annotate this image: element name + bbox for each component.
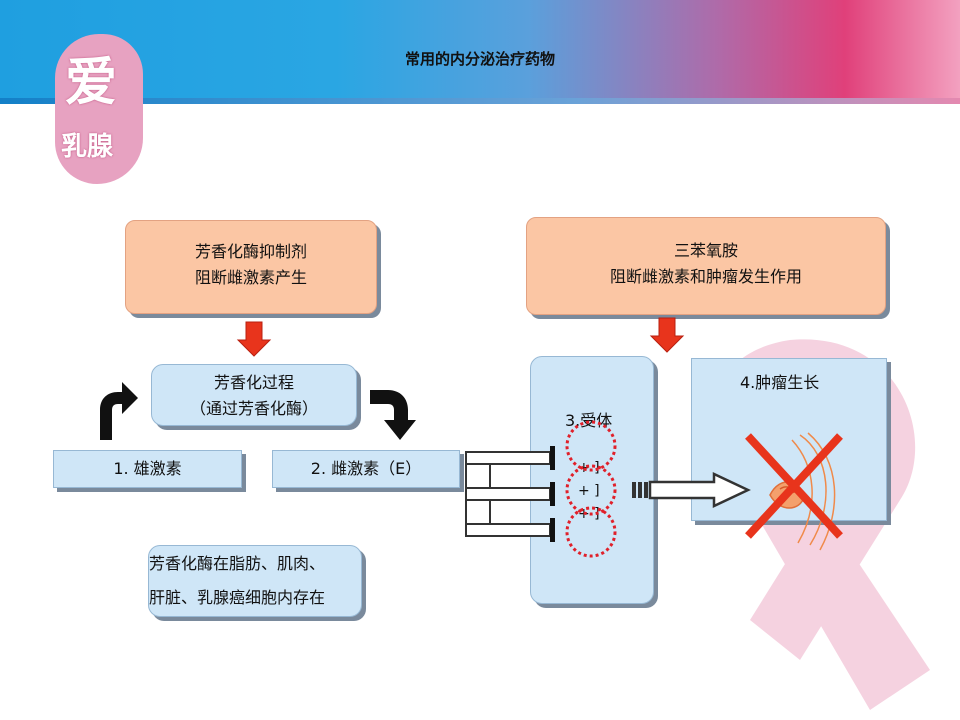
signal-arrow-icon — [632, 472, 751, 508]
androgen-label: 1. 雄激素 — [113, 459, 182, 478]
logo: 爱 乳腺 — [55, 34, 143, 184]
header-banner — [0, 0, 960, 104]
receptor-site-circle — [565, 506, 617, 558]
tamoxifen-box: 三苯氧胺 阻断雌激素和肿瘤发生作用 — [526, 217, 886, 315]
logo-text-bottom: 乳腺 — [61, 132, 114, 162]
aromatization-process-box: 芳香化过程 （通过芳香化酶） — [151, 364, 357, 426]
receptor-site-circle — [565, 420, 617, 472]
logo-text-top: 爱 — [65, 53, 118, 113]
receptor-site-circle — [565, 464, 617, 516]
estrogen-binding-connector — [465, 446, 555, 542]
aromatization-desc: （通过芳香化酶） — [189, 399, 318, 418]
location-note-line1: 芳香化酶在脂肪、肌肉、 — [149, 554, 326, 573]
tamoxifen-label: 三苯氧胺 — [673, 241, 738, 260]
page-title: 常用的内分泌治疗药物 — [404, 50, 555, 68]
androgen-box: 1. 雄激素 — [53, 450, 242, 488]
aromatase-inhibitor-desc: 阻断雌激素产生 — [194, 268, 307, 287]
curved-arrow-up-icon — [100, 382, 138, 440]
aromatase-location-note: 芳香化酶在脂肪、肌肉、 肝脏、乳腺癌细胞内存在 — [148, 545, 362, 617]
location-note-line2: 肝脏、乳腺癌细胞内存在 — [149, 588, 326, 607]
estrogen-label: 2. 雌激素（E） — [310, 459, 422, 478]
aromatase-inhibitor-label: 芳香化酶抑制剂 — [194, 242, 307, 261]
tumor-growth-label: 4.肿瘤生长 — [740, 373, 820, 392]
estrogen-box: 2. 雌激素（E） — [272, 450, 460, 488]
header-stripe — [0, 98, 960, 104]
aromatase-inhibitor-box: 芳香化酶抑制剂 阻断雌激素产生 — [125, 220, 377, 314]
receptor-mark-2: + ] — [578, 483, 600, 499]
curved-arrow-down-icon — [370, 390, 416, 440]
aromatization-label: 芳香化过程 — [213, 373, 294, 392]
red-down-arrow-right — [649, 317, 685, 353]
receptor-site-circles — [565, 420, 617, 558]
receptor-mark-1: + ] — [578, 460, 600, 476]
blocked-x-icon — [745, 433, 843, 539]
tamoxifen-desc: 阻断雌激素和肿瘤发生作用 — [609, 267, 802, 286]
red-down-arrow-left — [236, 321, 272, 357]
